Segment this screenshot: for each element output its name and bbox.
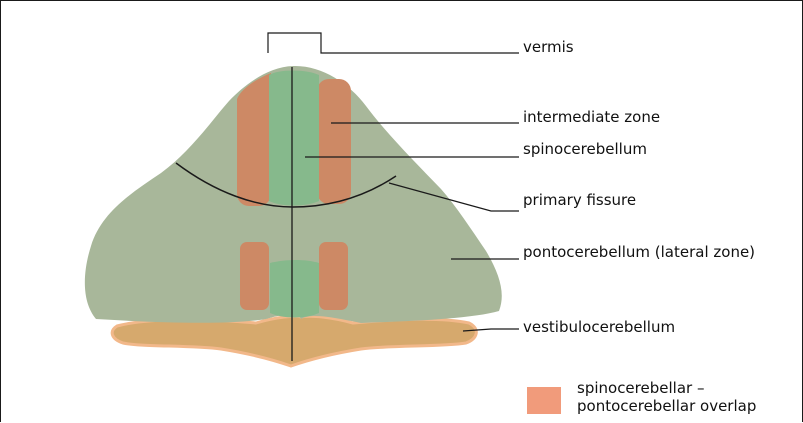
pontocerebellum-label: pontocerebellum (lateral zone) xyxy=(523,243,755,261)
vermis-label: vermis xyxy=(523,38,574,56)
spinocerebellum-label: spinocerebellum xyxy=(523,140,647,158)
legend-label: spinocerebellar – pontocerebellar overla… xyxy=(577,379,756,415)
vermis-upper-region xyxy=(269,71,319,206)
intermediate-zone-right-upper xyxy=(317,79,351,204)
vestibulocerebellum-label: vestibulocerebellum xyxy=(523,318,675,336)
legend-line-1: spinocerebellar – xyxy=(577,379,756,397)
legend-line-2: pontocerebellar overlap xyxy=(577,397,756,415)
vermis-bracket xyxy=(268,33,519,53)
vestibulocerebellum-region xyxy=(112,316,476,366)
intermediate-zone-left-top xyxy=(237,73,271,111)
intermediate-zone-right-lower xyxy=(319,242,348,310)
vermis-lower-region xyxy=(270,260,319,318)
legend-swatch xyxy=(527,387,561,414)
primary-fissure-label: primary fissure xyxy=(523,191,636,209)
intermediate-zone-label: intermediate zone xyxy=(523,108,660,126)
intermediate-zone-left-lower xyxy=(240,242,269,310)
